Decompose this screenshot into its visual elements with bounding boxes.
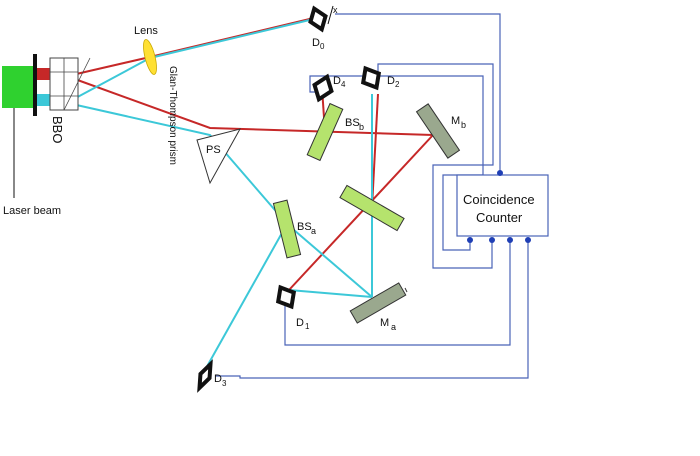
coincidence-label-line2: Counter (476, 210, 523, 225)
counter-port-2 (489, 237, 495, 243)
bbo-label: BBO (50, 116, 65, 143)
detector-d0: x D 0 (308, 5, 338, 51)
detector-d1-icon (275, 284, 297, 310)
laser-beam-label: Laser beam (3, 205, 61, 217)
wire-d0 (335, 13, 501, 172)
wire-d1 (284, 240, 511, 346)
optical-beams (71, 16, 434, 371)
laser-aperture (33, 54, 37, 116)
cyan-beam-bsa-to-ma (286, 223, 373, 298)
counter-port-4 (525, 237, 531, 243)
counter-port-1 (467, 237, 473, 243)
bs-b-subscript: b (359, 122, 364, 132)
beam-splitter-a: BS a (272, 199, 316, 259)
laser (2, 66, 34, 108)
counter-port-top (497, 170, 503, 176)
detector-d2: D 2 (360, 65, 400, 91)
detector-d0-icon (308, 5, 328, 33)
cyan-beam-to-d0 (71, 17, 319, 101)
bs-b-label: BS (345, 117, 360, 129)
red-beam-mb-to-d1 (288, 134, 434, 291)
lens: Lens (134, 25, 158, 75)
d2-label: D (387, 75, 395, 87)
signal-wires (215, 13, 529, 379)
lens-label: Lens (134, 25, 158, 37)
d0-x-mark: x (333, 5, 338, 15)
d1-label: D (296, 317, 304, 329)
ps-label: PS (206, 144, 221, 156)
mirror-b-subscript: b (461, 120, 466, 130)
detector-d4: D 4 (312, 73, 346, 103)
cyan-beam-bbo-to-ps (71, 103, 288, 225)
d4-label: D (333, 75, 341, 87)
d0-subscript: 0 (320, 42, 325, 51)
bbo-crystal: BBO (49, 57, 91, 143)
mirror-a-subscript: a (391, 322, 396, 332)
beam-splitter-c (339, 184, 405, 232)
d1-subscript: 1 (305, 322, 310, 331)
bs-a-subscript: a (311, 226, 316, 236)
cyan-beam-bsa-to-d3 (204, 223, 288, 371)
d2-subscript: 2 (395, 80, 400, 89)
detector-d3: D 3 (197, 359, 227, 393)
d3-label: D (214, 373, 222, 385)
cyan-beam-ma-to-d1 (288, 289, 373, 298)
lens-shape (143, 39, 157, 75)
beam-splitter-b: BS b (306, 102, 364, 162)
laser-cyan-output (37, 94, 51, 106)
d4-subscript: 4 (341, 80, 346, 89)
wire-d3 (215, 240, 529, 379)
d3-subscript: 3 (222, 379, 227, 388)
mirror-b-label: M (451, 115, 460, 127)
coincidence-counter: Coincidence Counter (456, 170, 549, 243)
laser-red-output (37, 68, 51, 80)
detector-d2-icon (360, 65, 382, 91)
laser-source: Laser beam (2, 54, 61, 217)
glan-thompson-label: Glan-Thompson prism (167, 66, 178, 165)
mirror-a: M a (349, 282, 408, 332)
detector-d1: D 1 (275, 284, 310, 331)
detector-d3-icon (197, 359, 213, 393)
mirror-a-label: M (380, 317, 389, 329)
red-beam-bbo-to-mb (71, 77, 434, 136)
d0-label: D (312, 37, 320, 49)
coincidence-label-line1: Coincidence (463, 192, 535, 207)
counter-port-3 (507, 237, 513, 243)
wire-d2 (377, 63, 494, 269)
prism-ps: PS (196, 128, 242, 185)
red-beam-to-d0 (71, 16, 319, 76)
mirror-b: M b (415, 103, 466, 159)
bs-a-label: BS (297, 221, 312, 233)
detector-d4-icon (312, 73, 334, 103)
